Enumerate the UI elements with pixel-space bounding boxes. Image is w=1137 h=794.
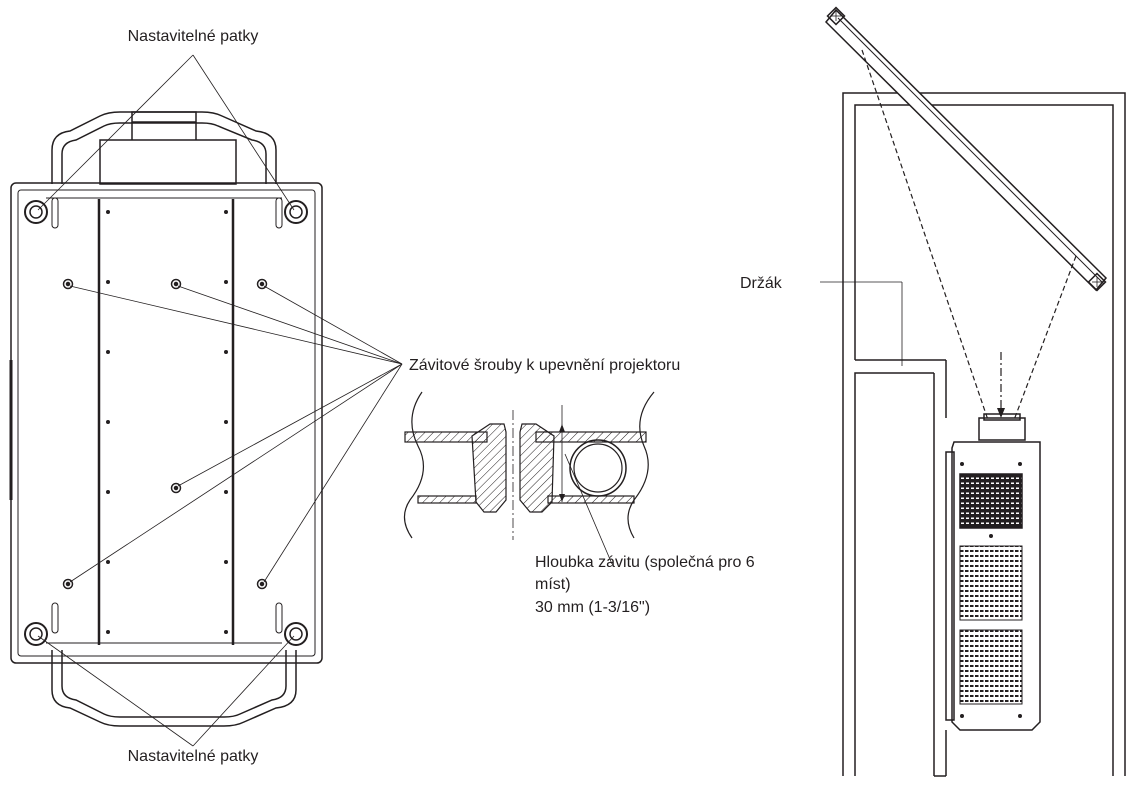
leader-lines — [37, 54, 403, 747]
bracket — [855, 359, 947, 777]
label-feet-bottom: Nastavitelné patky — [128, 748, 259, 765]
label-screws: Závitové šrouby k upevnění projektoru — [409, 357, 680, 374]
projector-body — [10, 182, 323, 664]
panel-bolts — [106, 210, 228, 634]
projector-bottom-view — [9, 54, 403, 747]
label-bracket: Držák — [740, 275, 783, 292]
ceiling-installation-view — [820, 6, 1126, 777]
center-panel — [97, 199, 235, 645]
screw-holes — [62, 278, 268, 590]
thread-cross-section — [403, 391, 655, 565]
label-thread-depth-2: míst) — [535, 576, 571, 593]
slots — [51, 197, 283, 634]
mirror — [824, 6, 1108, 292]
top-handle — [51, 111, 277, 185]
adjustable-feet — [24, 200, 308, 646]
bottom-handle — [51, 650, 297, 727]
light-path — [861, 49, 1077, 421]
projector-side — [945, 413, 1041, 731]
label-thread-depth-3: 30 mm (1-3/16") — [535, 599, 650, 616]
label-thread-depth-1: Hloubka závitu (společná pro 6 — [535, 554, 755, 571]
label-feet-top: Nastavitelné patky — [128, 28, 259, 45]
